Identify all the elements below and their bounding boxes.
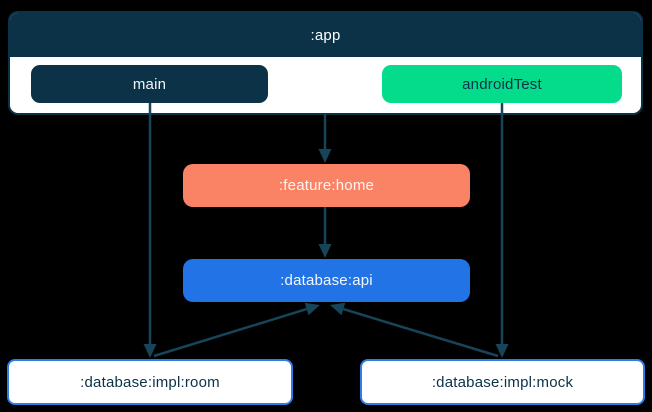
arrowhead-down-database-api [318,244,332,258]
edge-main-to-database-impl-room [143,103,157,358]
arrowhead-up-from-room [304,302,320,316]
app-module-header: :app [10,13,641,57]
arrowhead-down-feature-home [318,149,332,163]
node-database-impl-room: :database:impl:room [7,359,293,405]
edge-database-impl-room-to-database-api [153,302,320,358]
node-source-set-main: main [31,65,268,103]
node-source-set-androidtest: androidTest [382,65,622,103]
node-label: :database:impl:room [80,373,220,391]
node-database-api: :database:api [183,259,470,302]
edge-database-impl-mock-to-database-api [330,302,499,358]
node-label: androidTest [462,75,542,93]
arrowhead-down-mock [495,344,509,358]
app-module-title: :app [310,26,341,44]
node-label: :feature:home [278,177,375,194]
arrowhead-up-from-mock [330,302,346,316]
node-label: main [132,75,167,93]
edge-feature-home-to-database-api [318,207,332,258]
node-label: :database:api [280,272,373,289]
node-database-impl-mock: :database:impl:mock [360,359,645,405]
edge-app-to-feature-home [318,114,332,163]
node-feature-home: :feature:home [183,164,470,207]
arrowhead-down-room [143,344,157,358]
edge-androidtest-to-database-impl-mock [495,103,509,358]
node-label: :database:impl:mock [431,373,574,391]
